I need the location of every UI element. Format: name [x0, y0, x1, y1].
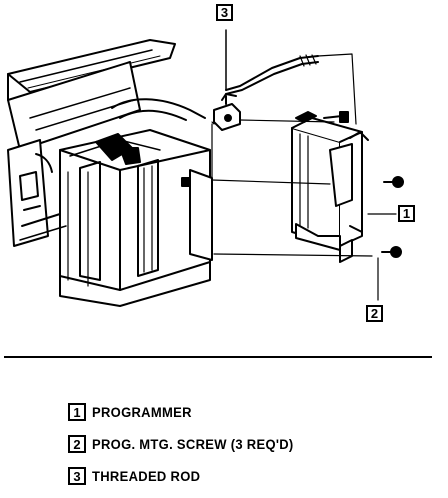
threaded-rod — [213, 29, 319, 131]
legend-label: PROG. MTG. SCREW (3 REQ'D) — [92, 436, 294, 452]
legend-number: 1 — [68, 403, 86, 421]
dashboard-housing — [7, 39, 213, 307]
programmer-unit — [291, 111, 369, 263]
mounting-screws — [323, 111, 404, 301]
alignment-lines — [211, 53, 397, 257]
legend-row: 3 THREADED ROD — [68, 466, 294, 486]
legend-row: 2 PROG. MTG. SCREW (3 REQ'D) — [68, 434, 294, 454]
legend-row: 1 PROGRAMMER — [68, 402, 294, 422]
legend-divider — [4, 356, 432, 358]
callout-1: 1 — [398, 205, 415, 222]
callout-3: 3 — [216, 4, 233, 21]
legend-label: PROGRAMMER — [92, 404, 192, 420]
legend-label: THREADED ROD — [92, 468, 201, 484]
parts-legend: 1 PROGRAMMER 2 PROG. MTG. SCREW (3 REQ'D… — [68, 402, 294, 498]
legend-number: 3 — [68, 467, 86, 485]
legend-number: 2 — [68, 435, 86, 453]
callout-2: 2 — [366, 305, 383, 322]
